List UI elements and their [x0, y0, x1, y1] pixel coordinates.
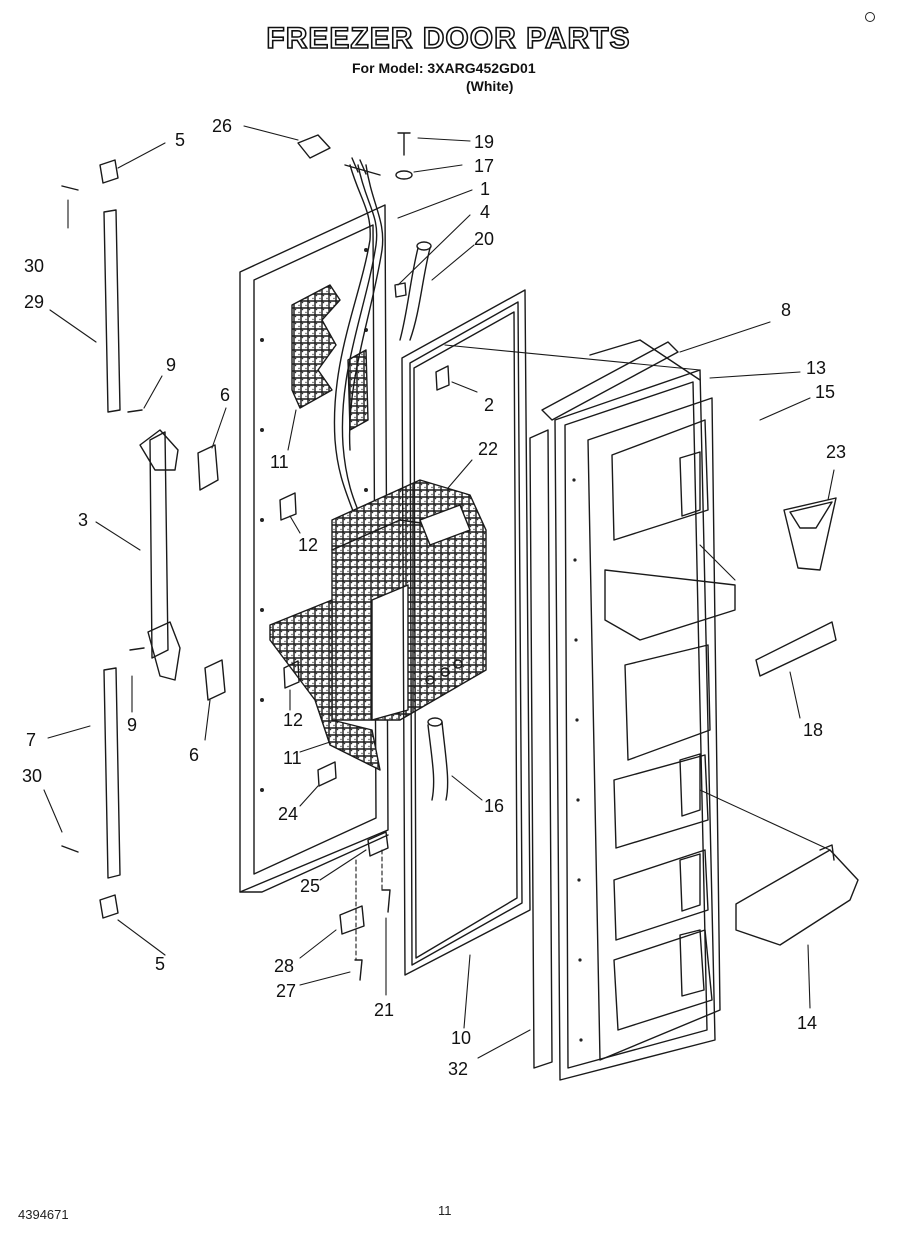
hinge-rod-top: [103, 209, 121, 413]
callout-29: 29: [24, 292, 44, 312]
hinge-bar: [149, 431, 169, 659]
callout-6-top: 6: [220, 385, 230, 405]
callout-28: 28: [274, 956, 294, 976]
dispenser-housing: [331, 479, 487, 721]
callout-27: 27: [276, 981, 296, 1001]
connector-26: [297, 134, 331, 159]
callout-23: 23: [826, 442, 846, 462]
tube-20: [399, 247, 431, 341]
door-bin: [735, 849, 859, 946]
top-cap: [541, 341, 679, 421]
callout-10: 10: [451, 1028, 471, 1048]
model-line: For Model: 3XARG452GD01: [352, 60, 536, 76]
lower-liner: [269, 599, 381, 771]
insulation-pad-upper: [291, 284, 341, 409]
leader-lines: [43, 125, 835, 1059]
callout-25: 25: [300, 876, 320, 896]
callout-11-upper: 11: [270, 452, 289, 472]
callout-1: 1: [480, 179, 490, 199]
callout-21: 21: [374, 1000, 394, 1020]
callout-24: 24: [278, 804, 298, 824]
callout-12-upper: 12: [298, 535, 318, 555]
callout-16: 16: [484, 796, 504, 816]
callout-26: 26: [212, 116, 232, 136]
trim-strip: [529, 429, 553, 1069]
ice-chute: [783, 497, 837, 571]
bracket-6-top: [197, 444, 219, 491]
callout-11-lower: 11: [283, 748, 302, 768]
callout-14: 14: [797, 1013, 817, 1033]
callout-2: 2: [484, 395, 494, 415]
callout-9-bottom: 9: [127, 715, 137, 735]
callout-7: 7: [26, 730, 36, 750]
callout-22: 22: [478, 439, 498, 459]
callout-5-top: 5: [175, 130, 185, 150]
callout-30-bottom: 30: [22, 766, 42, 786]
tube-16: [427, 721, 449, 801]
hinge-rod-bottom: [103, 667, 121, 879]
callout-17: 17: [474, 156, 494, 176]
callout-13: 13: [806, 358, 826, 378]
callout-3: 3: [78, 510, 88, 530]
door-gasket: [401, 289, 531, 976]
callout-20: 20: [474, 229, 494, 249]
bracket-6-bottom: [204, 659, 226, 701]
cap-5-top: [99, 159, 119, 184]
callout-32: 32: [448, 1059, 468, 1079]
callout-9-top: 9: [166, 355, 176, 375]
corner-mark: [865, 12, 875, 22]
page-number: 11: [438, 1203, 452, 1218]
page-title: FREEZER DOOR PARTS: [266, 21, 631, 56]
callout-6-bottom: 6: [189, 745, 199, 765]
callout-19: 19: [474, 132, 494, 152]
wire-harness: [333, 164, 384, 521]
inner-liner: [554, 369, 736, 1081]
callout-15: 15: [815, 382, 835, 402]
callout-18: 18: [803, 720, 823, 740]
cap-5-bottom: [99, 894, 119, 919]
color-line: (White): [466, 78, 514, 94]
callout-12-lower: 12: [283, 710, 303, 730]
callout-30-top: 30: [24, 256, 44, 276]
callout-4: 4: [480, 202, 490, 222]
callout-8: 8: [781, 300, 791, 320]
callout-5-bottom: 5: [155, 954, 165, 974]
document-number: 4394671: [18, 1207, 69, 1222]
dispenser-trim: [755, 621, 837, 677]
